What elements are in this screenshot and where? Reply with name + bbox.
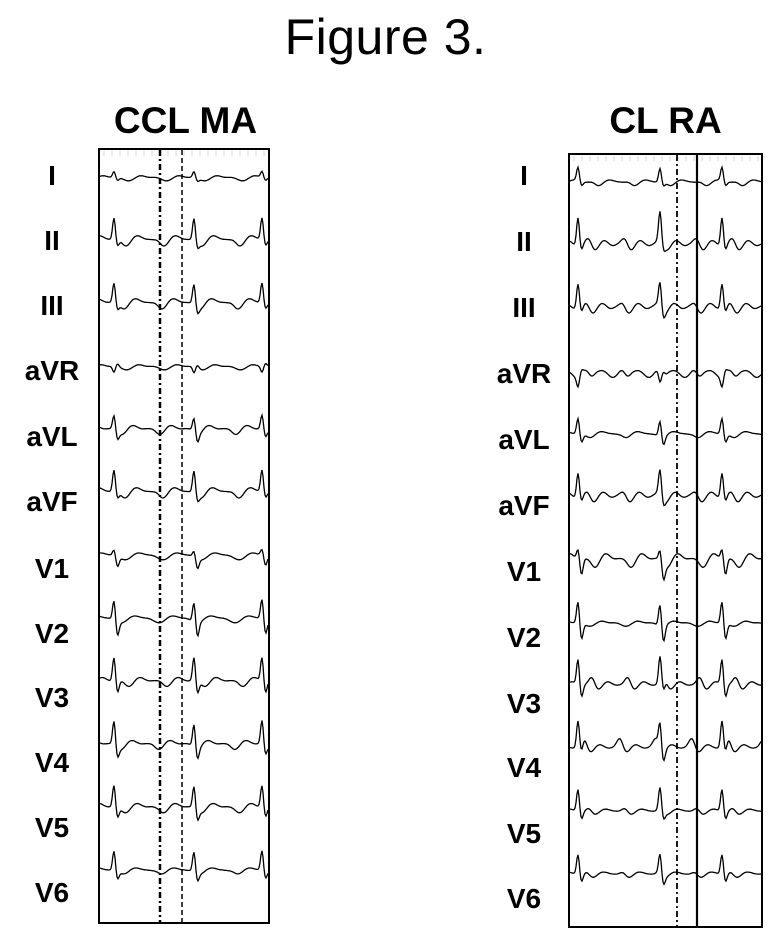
- lead-label: aVL: [26, 421, 78, 452]
- ecg-trace: [99, 170, 269, 183]
- ecg-trace: [99, 850, 269, 883]
- lead-label: V2: [34, 618, 70, 649]
- ecg-trace: [99, 282, 269, 315]
- lead-label: V1: [506, 556, 542, 587]
- ecg-trace: [569, 720, 762, 763]
- lead-label: V6: [506, 883, 542, 914]
- ecg-trace: [569, 854, 762, 886]
- lead-label: II: [516, 226, 532, 257]
- ecg-trace: [569, 787, 762, 821]
- ecg-trace: [569, 602, 762, 643]
- lead-label: V5: [34, 812, 70, 843]
- ecg-trace: [99, 217, 269, 250]
- panel-title-right: CL RA: [609, 100, 722, 141]
- lead-label: V3: [34, 682, 70, 713]
- ecg-trace: [569, 656, 762, 698]
- ecg-traces-left: [98, 148, 270, 924]
- lead-label: aVF: [26, 486, 78, 517]
- lead-label: V4: [506, 752, 542, 783]
- lead-label: aVF: [498, 490, 550, 521]
- lead-label: aVR: [496, 358, 552, 389]
- ecg-traces-right: [568, 153, 763, 928]
- ecg-trace: [569, 548, 762, 582]
- ecg-trace: [569, 164, 762, 187]
- ecg-trace: [99, 720, 269, 760]
- lead-label: V3: [506, 688, 542, 719]
- lead-label: III: [512, 292, 536, 323]
- ecg-trace: [569, 369, 762, 389]
- lead-label: V5: [506, 818, 542, 849]
- ecg-trace: [569, 282, 762, 320]
- lead-label: III: [40, 290, 64, 321]
- lead-label: aVL: [498, 424, 550, 455]
- ecg-trace: [99, 657, 269, 695]
- ecg-trace: [99, 785, 269, 822]
- panel-frame: [568, 153, 763, 928]
- lead-label: V1: [34, 553, 70, 584]
- ecg-trace: [100, 362, 269, 374]
- ecg-trace: [99, 599, 269, 638]
- panel-frame: [98, 148, 270, 924]
- ecg-trace: [99, 469, 269, 503]
- panel-title-left: CCL MA: [113, 100, 258, 141]
- figure-title: Figure 3.: [284, 9, 487, 65]
- lead-label: V4: [34, 747, 70, 778]
- lead-label: V6: [34, 877, 70, 908]
- ecg-trace: [100, 548, 269, 570]
- lead-label: I: [48, 160, 56, 191]
- ecg-trace: [569, 416, 762, 446]
- lead-label: II: [44, 225, 60, 256]
- lead-label: I: [520, 160, 528, 191]
- ecg-trace: [99, 413, 269, 444]
- ecg-trace: [569, 469, 762, 507]
- lead-label: V2: [506, 622, 542, 653]
- lead-label: aVR: [24, 355, 80, 386]
- ecg-trace: [569, 211, 762, 253]
